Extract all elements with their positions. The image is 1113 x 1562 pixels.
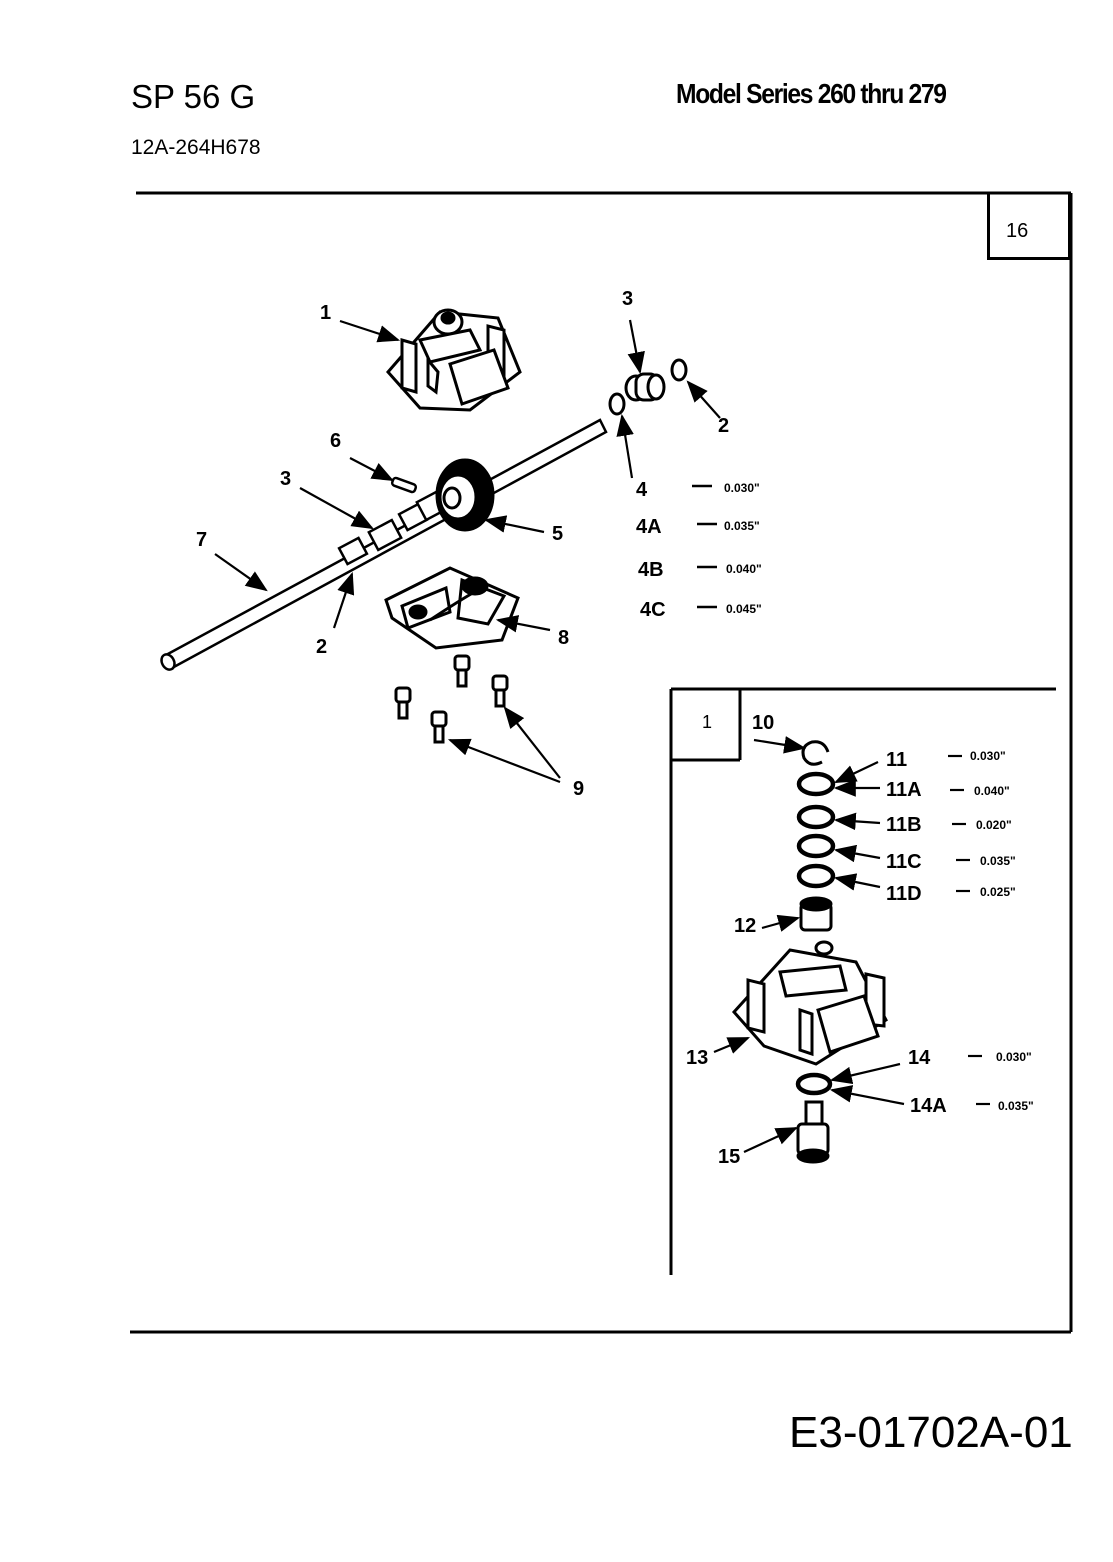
callout-3-left: 3	[280, 468, 291, 490]
callout-7: 7	[196, 529, 207, 551]
inset-label: 1	[702, 712, 713, 732]
shim-size-4: 0.030"	[724, 481, 760, 495]
shim-size-11A: 0.040"	[974, 784, 1010, 798]
bolt-15	[796, 1100, 830, 1164]
callout-4C: 4C	[640, 599, 666, 621]
callout-4A: 4A	[636, 516, 662, 538]
callout-6: 6	[330, 430, 341, 452]
shaft-end-parts	[608, 358, 688, 416]
callout-3-top: 3	[622, 288, 633, 310]
callout-14: 14	[908, 1047, 931, 1069]
callout-13: 13	[686, 1047, 708, 1069]
shim-size-11: 0.030"	[970, 749, 1006, 763]
model-name: SP 56 G	[131, 78, 256, 115]
callout-15: 15	[718, 1146, 740, 1168]
callout-11: 11	[886, 749, 907, 771]
callout-5: 5	[552, 523, 563, 545]
document-code: E3-01702A-01	[789, 1408, 1073, 1457]
shim-rings-11	[796, 771, 836, 889]
callout-11D: 11D	[886, 883, 922, 905]
upper-gearcase	[386, 308, 522, 412]
housing-bolts	[394, 654, 509, 744]
callout-1: 1	[320, 302, 331, 324]
inset-leader-lines	[713, 736, 905, 1153]
callout-12: 12	[734, 915, 756, 937]
shim-size-4A: 0.035"	[724, 519, 760, 533]
shim-size-11C: 0.035"	[980, 854, 1016, 868]
callout-10: 10	[752, 712, 774, 734]
callout-11B: 11B	[886, 814, 922, 836]
shim-size-11B: 0.020"	[976, 818, 1012, 832]
callout-11A: 11A	[886, 779, 922, 801]
gear-key	[390, 476, 418, 494]
lower-gearcase	[384, 566, 520, 650]
model-number: 12A-264H678	[131, 136, 261, 159]
callout-9: 9	[573, 778, 584, 800]
series-title: Model Series 260 thru 279	[676, 78, 947, 109]
worm-gear	[435, 458, 495, 532]
callout-2-right: 2	[718, 415, 729, 437]
shim-dashes-inset	[948, 754, 990, 1106]
diagram-frame	[130, 191, 1073, 1334]
page-number: 16	[1006, 220, 1029, 242]
shim-size-4B: 0.040"	[726, 562, 762, 576]
leader-lines	[214, 319, 721, 784]
callout-11C: 11C	[886, 851, 922, 873]
bushing-12	[799, 896, 833, 932]
shim-size-11D: 0.025"	[980, 885, 1016, 899]
shim-size-14: 0.030"	[996, 1050, 1032, 1064]
retaining-clip	[801, 740, 830, 766]
shim-dashes-4	[692, 484, 717, 609]
shim-size-14A: 0.035"	[998, 1099, 1034, 1113]
callout-2-left: 2	[316, 636, 327, 658]
inset-frame	[669, 687, 1056, 1275]
callout-14A: 14A	[910, 1095, 947, 1117]
callout-8: 8	[558, 627, 569, 649]
inset-gearcase	[731, 940, 888, 1066]
callout-4: 4	[636, 479, 648, 501]
shim-size-4C: 0.045"	[726, 602, 762, 616]
washer-14	[795, 1072, 833, 1096]
callout-4B: 4B	[638, 559, 664, 581]
